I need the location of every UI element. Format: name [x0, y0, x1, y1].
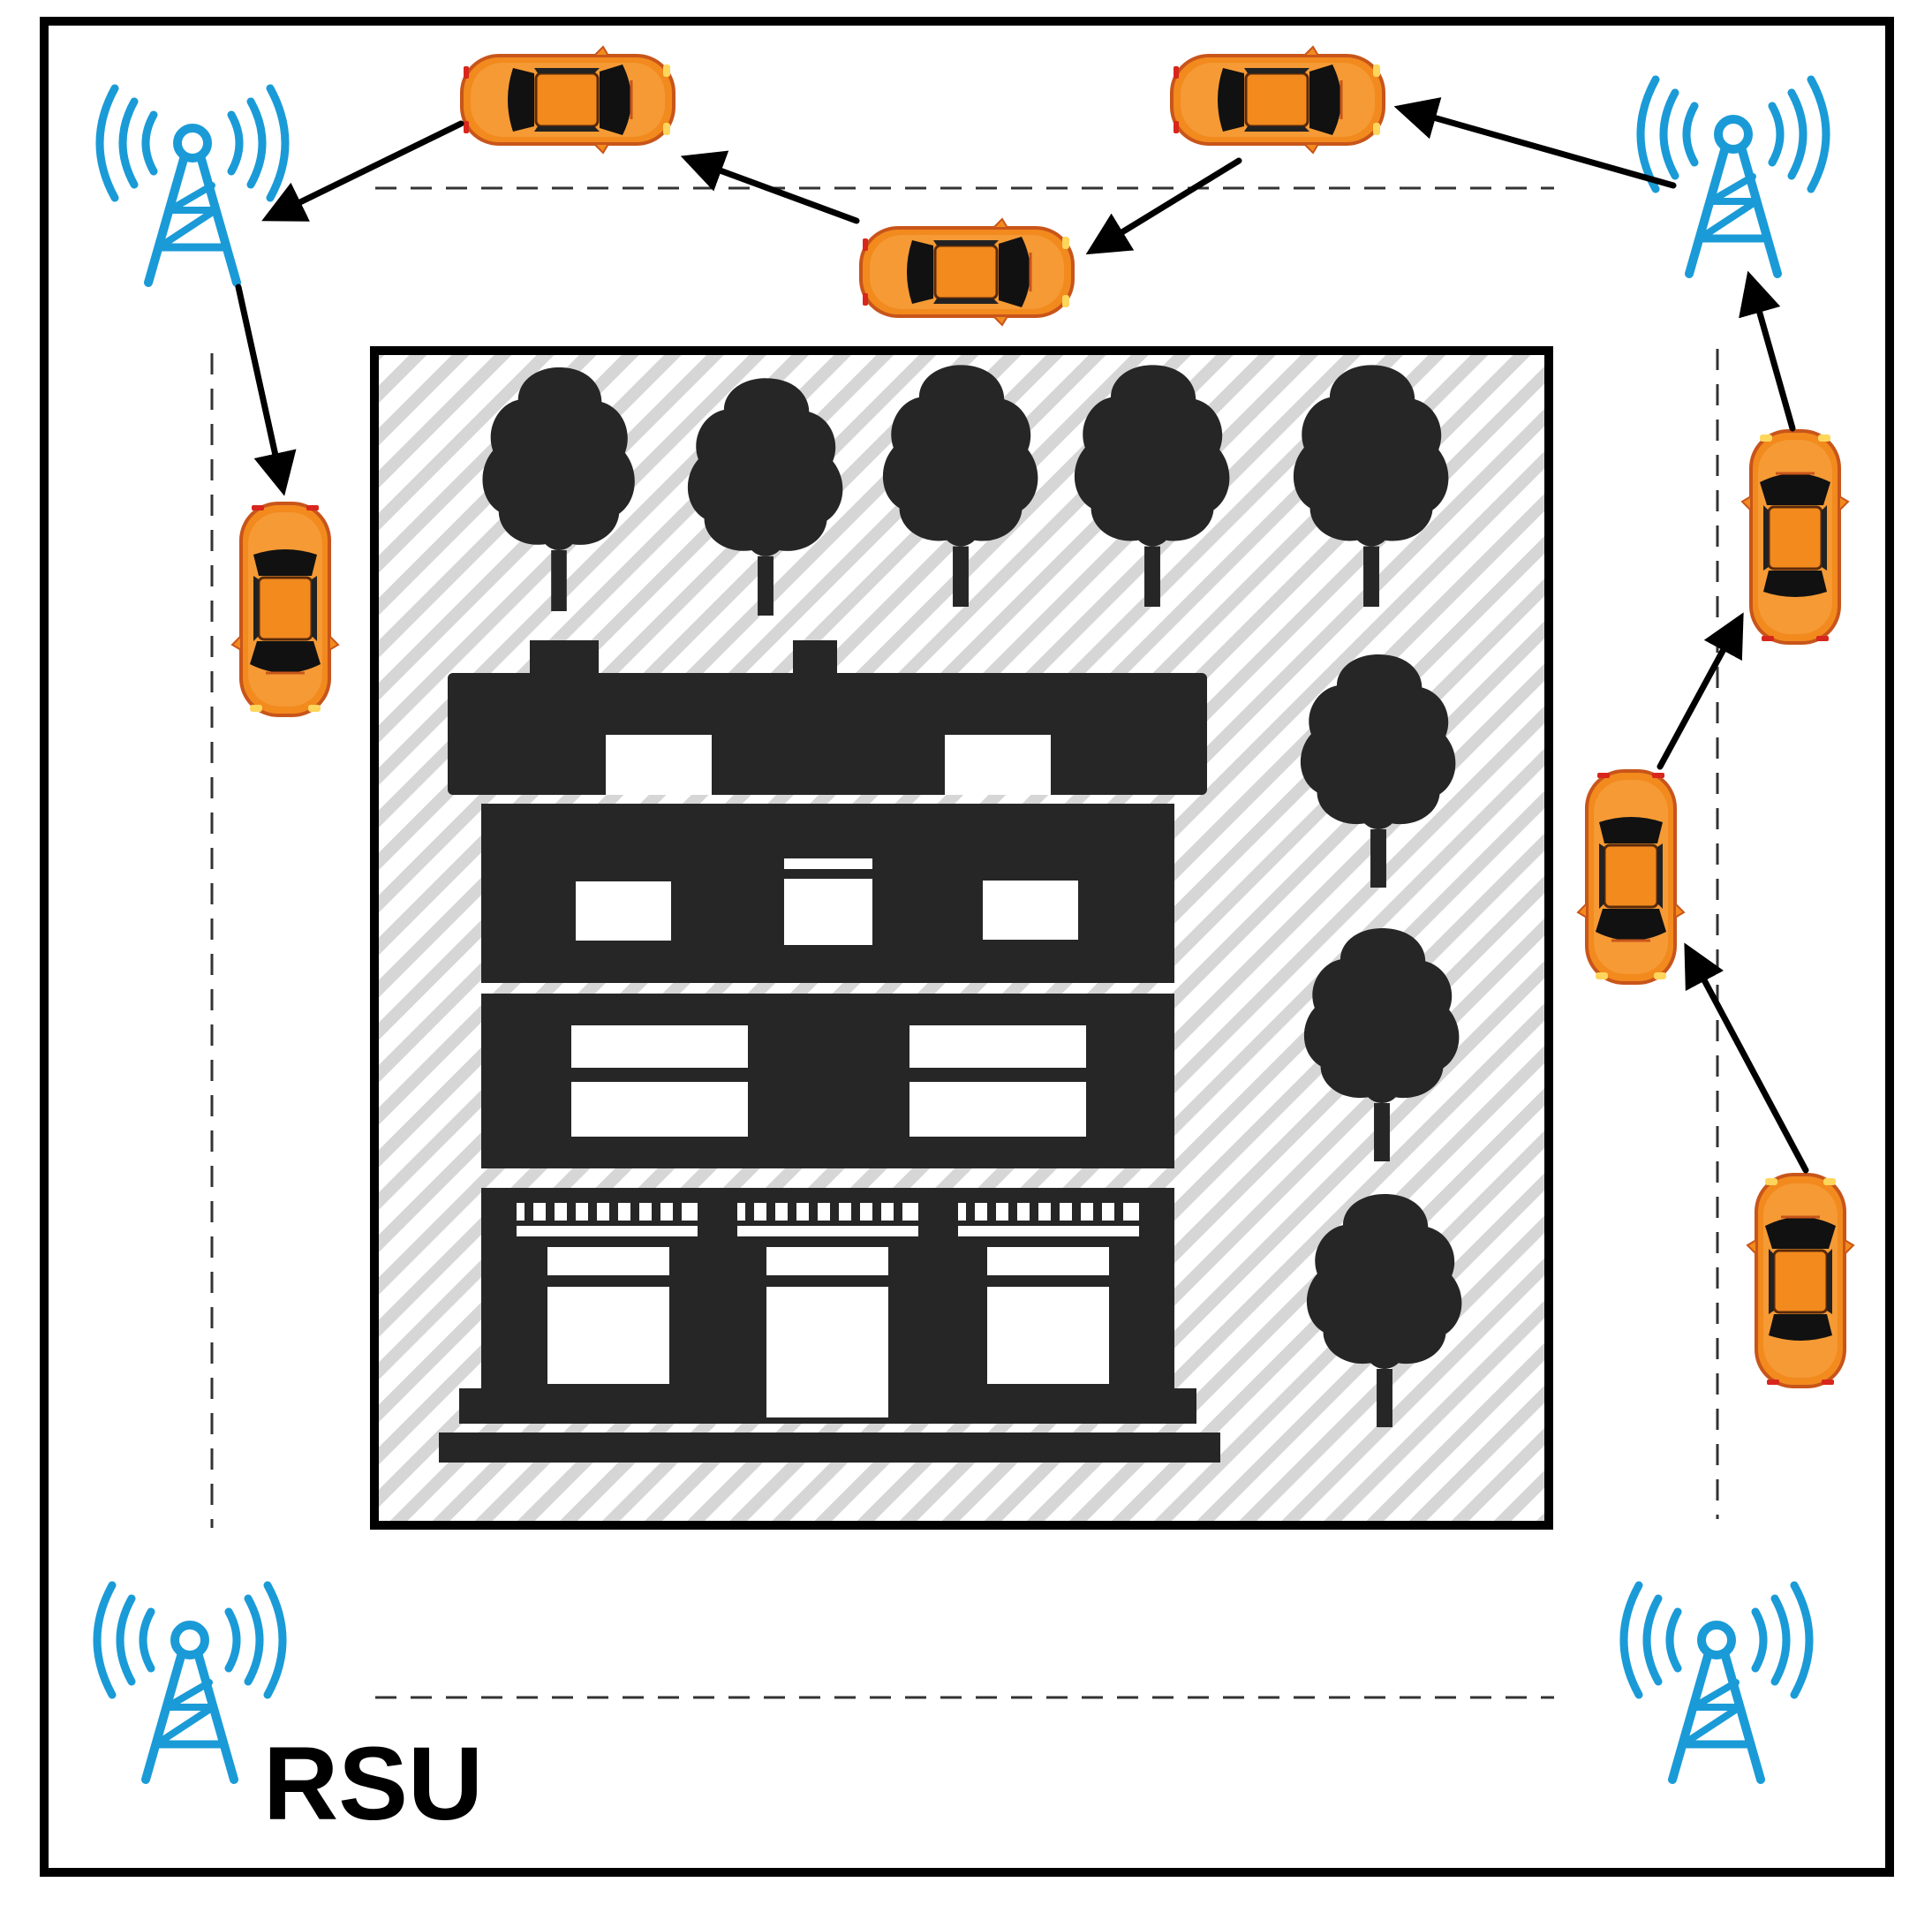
car-icon: [859, 217, 1075, 327]
arrow: [1739, 270, 1796, 432]
arrow: [1393, 97, 1677, 189]
building-icon: [439, 640, 1220, 1463]
arrow: [1657, 612, 1744, 770]
rsu-tower-icon: [100, 88, 285, 283]
car-icon: [1170, 45, 1385, 155]
outer-boundary: [40, 17, 1894, 1877]
car-icon: [230, 502, 340, 717]
road-markings: [210, 186, 1719, 1699]
rsu-tower-icon: [1624, 1585, 1809, 1780]
arrow: [1684, 942, 1809, 1174]
car-icon: [1746, 1173, 1855, 1388]
communication-arrows: [235, 97, 1809, 1174]
arrow: [680, 150, 860, 224]
rsu-tower-icon: [97, 1585, 283, 1780]
rsu-tower-icon: [1641, 79, 1826, 274]
arrow: [1085, 157, 1242, 255]
car-icon: [1740, 429, 1850, 645]
car-icon: [1576, 769, 1686, 985]
rsu-label: RSU: [263, 1726, 483, 1842]
car-icon: [460, 45, 675, 155]
arrow: [235, 283, 297, 496]
arrow: [261, 120, 464, 222]
